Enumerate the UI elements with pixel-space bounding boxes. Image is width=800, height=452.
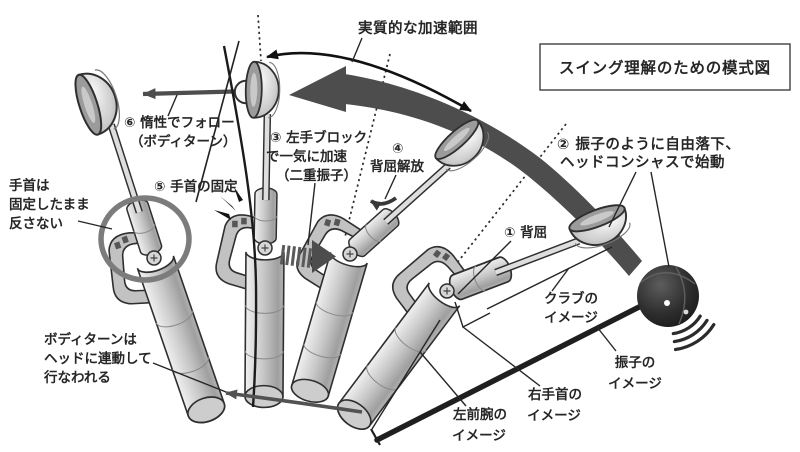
club-leader	[551, 267, 570, 292]
wrist-pivot-icon	[439, 283, 455, 299]
club-image-label-line1: クラブの	[544, 290, 598, 307]
bodyturn-leader	[152, 362, 227, 393]
club-head-icon	[69, 64, 127, 139]
step4-leader	[384, 174, 397, 200]
pendulum-leader	[596, 326, 617, 352]
right-wrist-bracket	[454, 301, 491, 329]
diagram-title: スイング理解のための模式図	[559, 58, 771, 77]
title-box: スイング理解のための模式図	[539, 43, 791, 91]
step3-leader	[307, 182, 316, 246]
block-accelerate-arrow	[279, 240, 336, 273]
accel-range-label: 実質的な加速範囲	[358, 19, 478, 37]
swoosh-arrowhead-icon	[289, 66, 346, 112]
left-forearm-image-label-line1: 左前腕の	[452, 406, 507, 423]
step5-label: ⑤ 手首の固定	[154, 178, 238, 195]
pendulum-ball-icon	[637, 265, 699, 327]
step1-label: ① 背屈	[504, 224, 547, 241]
step6-leader	[167, 94, 178, 117]
motion-arcs-icon	[671, 314, 716, 352]
club-image-label-line2: イメージ	[544, 310, 598, 326]
club-bracket-line	[486, 246, 613, 310]
wrist-note-line1: 手首は	[9, 177, 50, 194]
bodyturn-note-line2: ヘッドに連動して	[44, 350, 152, 367]
wrist-circle-highlight	[98, 195, 192, 283]
bodyturn-note-line3: 行なわれる	[43, 369, 111, 386]
bodyturn-arrow	[225, 389, 363, 414]
pendulum-image-label-line1: 振子の	[615, 354, 656, 371]
wrist-note-line3: 反さない	[9, 215, 63, 232]
wrist-pivot-icon	[257, 240, 273, 256]
wrist-pivot-icon	[342, 246, 358, 262]
step4-label-number: ④	[392, 141, 403, 157]
step2-leader-head	[608, 171, 637, 228]
step1-leader	[457, 240, 512, 295]
step6-label-line1: ⑥ 惰性でフォロー	[124, 114, 235, 131]
impact-plane-line	[222, 45, 258, 408]
bodyturn-note-line1: ボディターンは	[44, 331, 137, 348]
step3-label-line3: （二重振子）	[276, 167, 357, 184]
step2-leader-ball	[650, 171, 670, 268]
right-wrist-leader	[462, 326, 541, 387]
acceleration-range-arrow	[266, 49, 472, 113]
secondary-plane-line	[195, 40, 240, 203]
right-wrist-image-label-line1: 右手首の	[528, 386, 582, 403]
swing-figure-address	[331, 199, 636, 436]
swing-figure-impact	[215, 60, 285, 409]
wrist-note-leader	[77, 220, 113, 230]
left-forearm-leader	[419, 351, 467, 407]
step3-label-line2: で一気に加速	[266, 148, 347, 165]
pendulum-rod	[374, 301, 648, 443]
step4-label-text: 背屈解放	[370, 158, 424, 175]
wrist-pivot-icon	[146, 250, 162, 266]
dotted-guide-lines	[257, 14, 567, 264]
swing-figure-release	[288, 113, 496, 407]
annotation-lines	[307, 171, 670, 430]
pendulum-image-label-line2: イメージ	[608, 376, 662, 392]
release-arrow	[369, 196, 398, 211]
step2-label-line1: ② 振子のように自由落下、	[557, 135, 740, 153]
club-head-icon	[244, 60, 282, 120]
left-forearm-image-label-line2: イメージ	[452, 428, 506, 444]
impact-burst-icon	[214, 187, 243, 220]
left-forearm-bracket-line	[371, 319, 441, 430]
step2-label-line2: ヘッドコンシャスで始動	[560, 153, 725, 171]
pendulum	[370, 265, 716, 446]
labels: 実質的な加速範囲 ② 振子のように自由落下、 ヘッドコンシャスで始動 ⑥ 惰性で…	[9, 19, 740, 444]
right-wrist-image-label-line2: イメージ	[527, 408, 581, 424]
wrist-note-line2: 固定したまま	[9, 196, 90, 213]
acceleration-range-leader	[351, 37, 363, 63]
step6-label-line2: （ボディターン）	[130, 133, 236, 150]
step3-label-line1: ③ 左手ブロック	[270, 129, 367, 146]
